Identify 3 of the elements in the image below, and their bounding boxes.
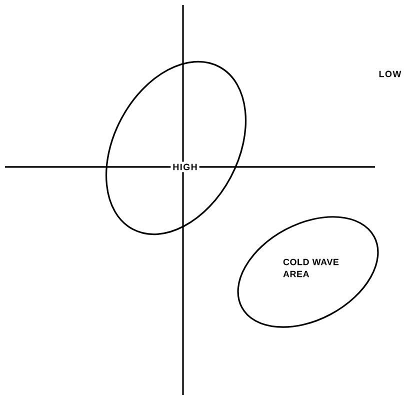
pressure-label: LOW [379, 70, 402, 78]
pressure-area: HIGH [105, 61, 247, 235]
region-outline: COLD WAVE AREA [237, 216, 379, 328]
